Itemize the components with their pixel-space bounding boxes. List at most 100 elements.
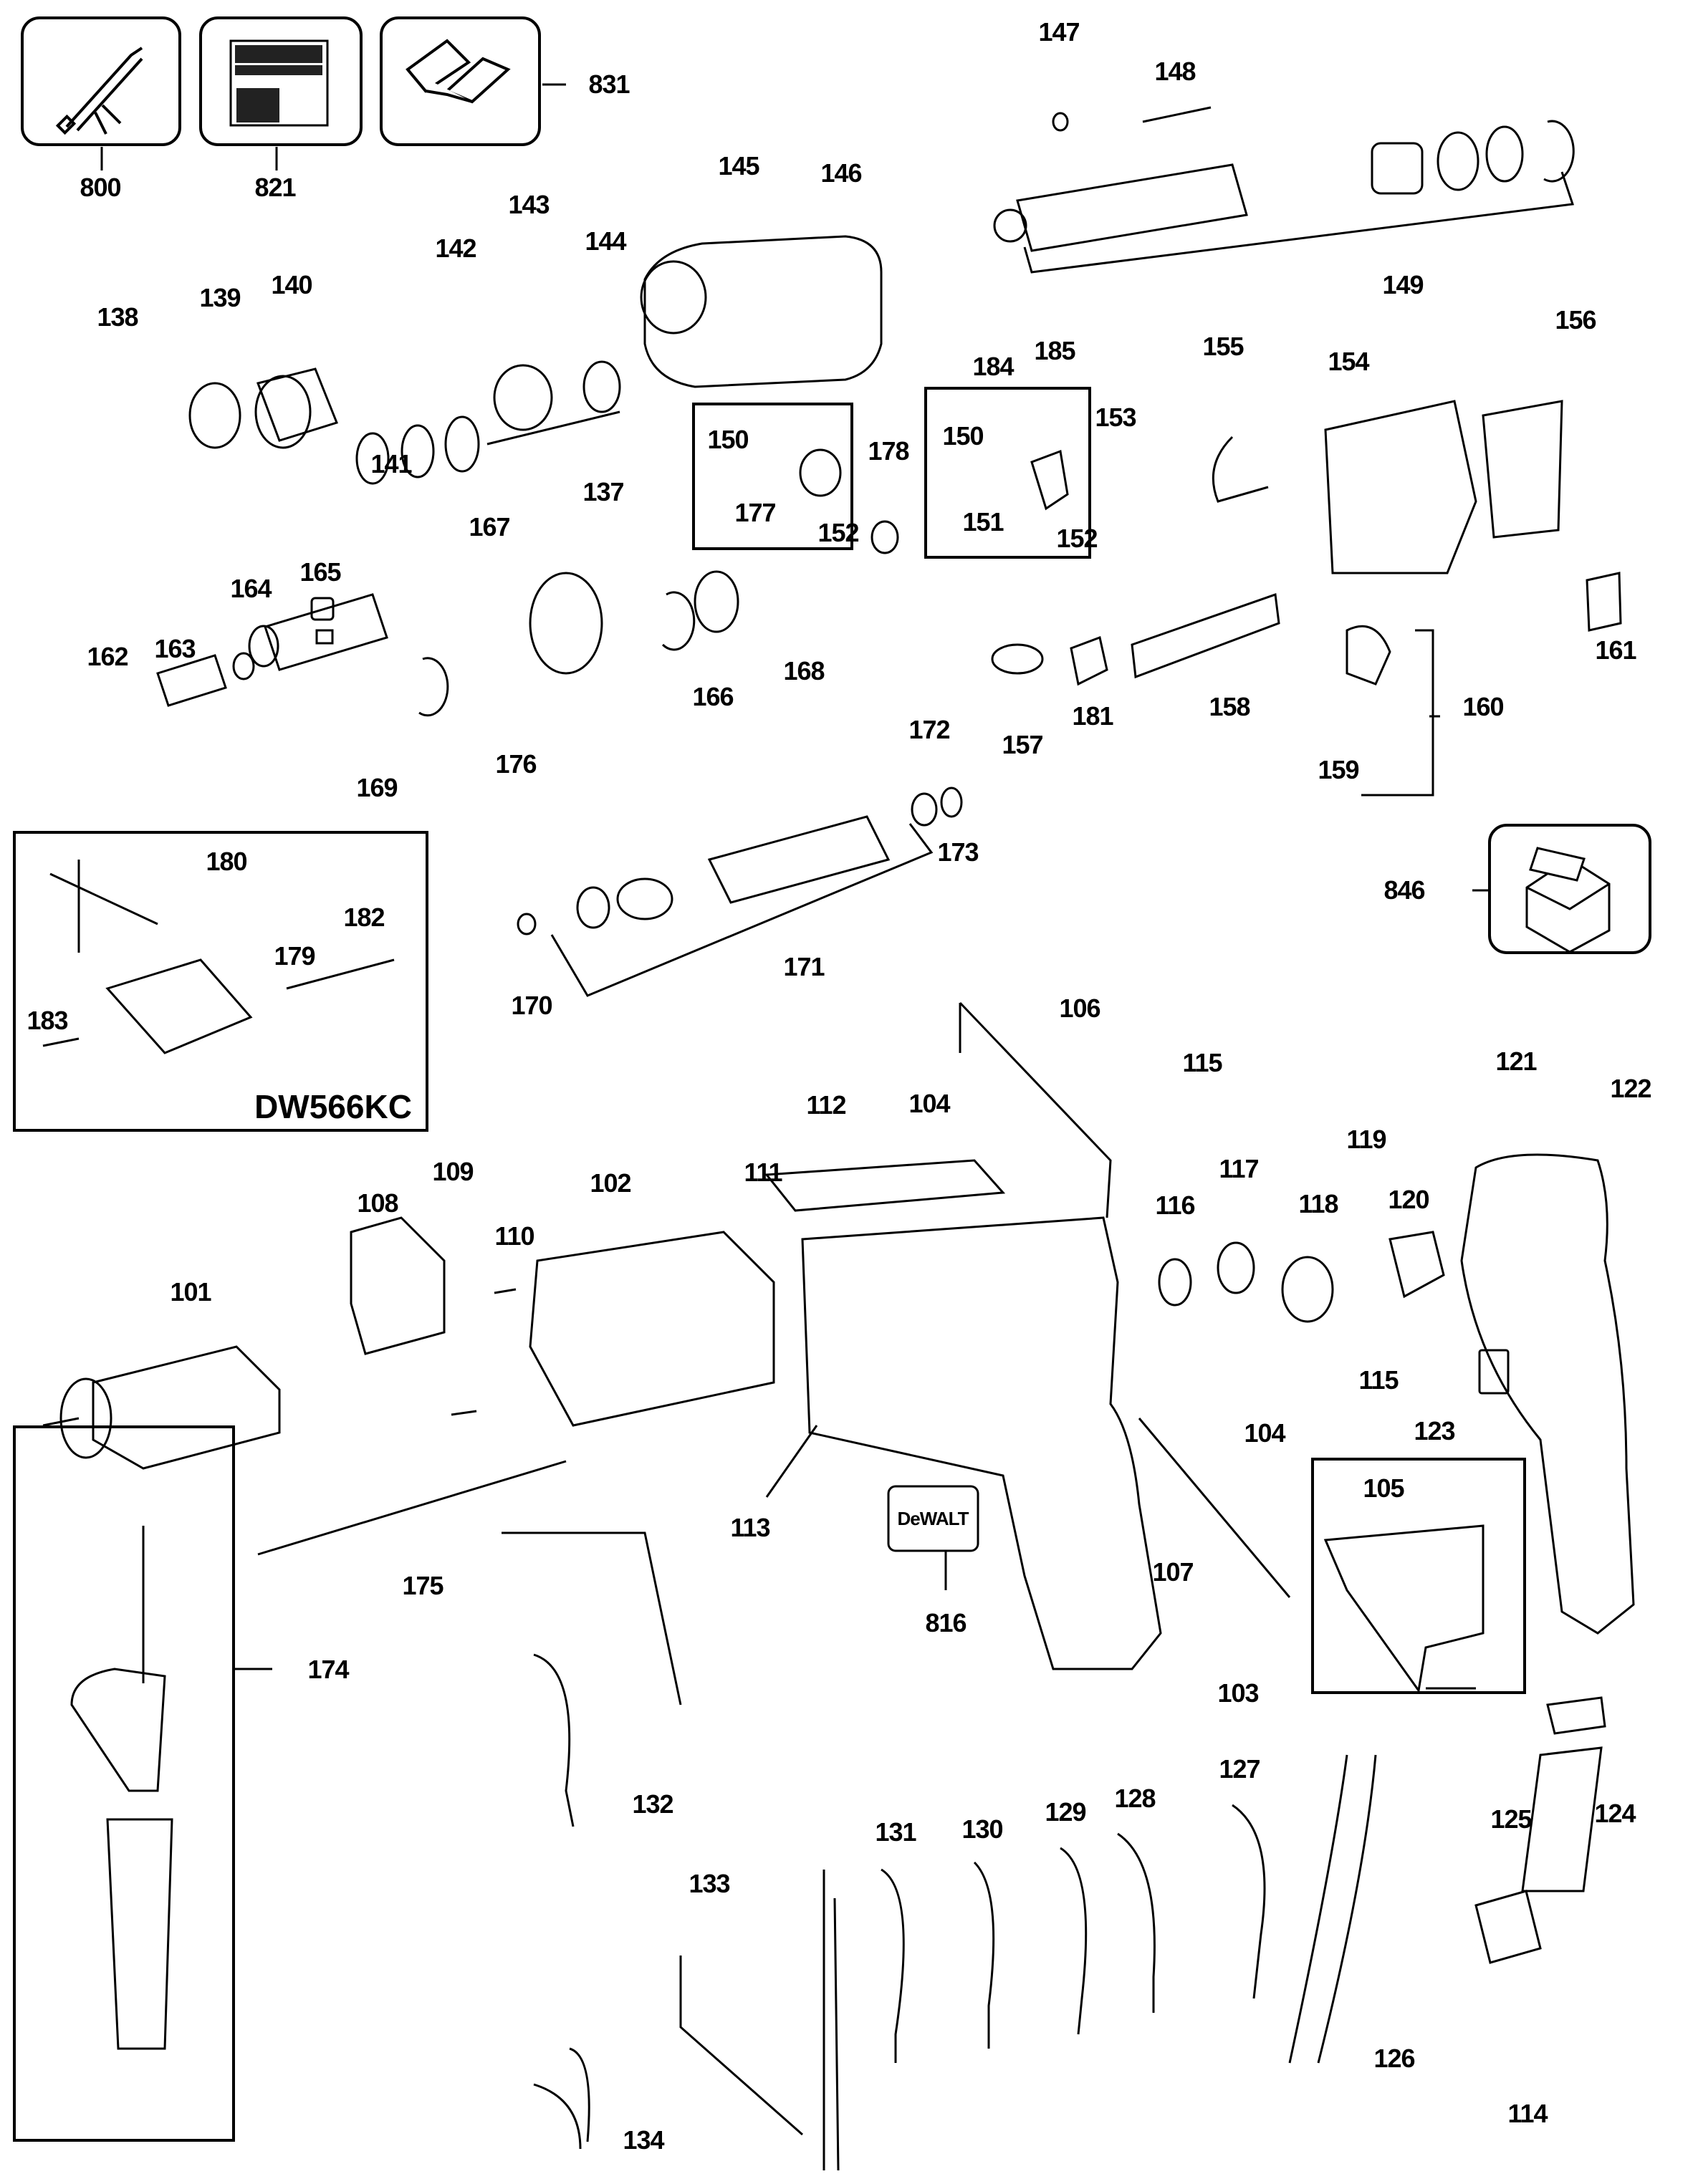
part-label-114: 114 (1507, 2099, 1548, 2128)
part-label-163: 163 (154, 634, 196, 663)
part-label-133: 133 (689, 1869, 730, 1898)
part-label-128: 128 (1114, 1784, 1156, 1813)
part-label-107: 107 (1152, 1557, 1194, 1587)
part-label-150-b: 150 (942, 421, 984, 451)
chuck-kit-box (13, 831, 428, 1132)
part-label-124: 124 (1594, 1799, 1636, 1828)
part-label-183: 183 (27, 1006, 68, 1035)
packaging-box-icon (1525, 847, 1611, 953)
part-label-152-a: 152 (817, 518, 859, 547)
part-label-130: 130 (961, 1814, 1003, 1844)
part-label-101: 101 (170, 1277, 211, 1307)
part-label-102: 102 (590, 1168, 631, 1198)
part-label-151: 151 (962, 507, 1004, 537)
part-label-148: 148 (1154, 57, 1196, 86)
part-label-155: 155 (1202, 332, 1244, 361)
part-label-821: 821 (254, 173, 296, 202)
grease-gun-icon (55, 47, 143, 135)
part-label-159: 159 (1318, 755, 1359, 784)
part-label-157: 157 (1002, 730, 1043, 759)
part-label-165: 165 (299, 557, 341, 587)
part-label-152-b: 152 (1056, 524, 1098, 553)
part-label-115-b: 115 (1358, 1365, 1399, 1395)
part-label-109: 109 (432, 1157, 474, 1186)
part-label-156: 156 (1555, 305, 1596, 335)
part-label-164: 164 (230, 574, 272, 603)
part-label-144: 144 (585, 226, 626, 256)
part-label-142: 142 (435, 234, 476, 263)
part-label-816: 816 (925, 1608, 967, 1637)
part-label-122: 122 (1610, 1074, 1651, 1103)
part-label-123: 123 (1414, 1416, 1455, 1445)
part-label-170: 170 (511, 991, 552, 1020)
part-label-149: 149 (1382, 270, 1424, 299)
part-label-171: 171 (783, 952, 825, 981)
part-label-104-b: 104 (1244, 1418, 1285, 1448)
part-label-117: 117 (1219, 1154, 1259, 1183)
part-label-175: 175 (402, 1571, 443, 1600)
part-label-831: 831 (588, 69, 630, 99)
part-label-154: 154 (1328, 347, 1369, 376)
part-label-129: 129 (1045, 1797, 1086, 1827)
part-label-846: 846 (1383, 875, 1425, 905)
part-label-112: 112 (806, 1090, 846, 1120)
part-label-132: 132 (632, 1789, 673, 1819)
part-label-137: 137 (582, 477, 624, 506)
part-label-126: 126 (1373, 2044, 1415, 2073)
part-label-176: 176 (495, 749, 537, 779)
part-label-106: 106 (1059, 994, 1100, 1023)
part-label-131: 131 (875, 1817, 916, 1847)
part-label-185: 185 (1034, 336, 1075, 365)
part-label-162: 162 (87, 642, 128, 671)
part-label-180: 180 (206, 847, 247, 876)
part-label-161: 161 (1595, 635, 1636, 665)
part-label-153: 153 (1095, 403, 1136, 432)
part-label-166: 166 (692, 682, 734, 711)
label-sheet-icon (229, 39, 329, 127)
part-label-167: 167 (469, 512, 510, 542)
accessory-box-846 (1488, 824, 1651, 954)
part-label-181: 181 (1072, 701, 1113, 731)
part-label-105: 105 (1363, 1473, 1404, 1503)
part-label-113: 113 (730, 1513, 770, 1542)
part-label-134: 134 (623, 2125, 664, 2155)
part-label-146: 146 (820, 158, 862, 188)
part-label-103: 103 (1217, 1678, 1259, 1708)
accessory-box-821 (199, 16, 363, 146)
accessory-box-831 (380, 16, 541, 146)
part-label-168: 168 (783, 656, 825, 685)
part-label-173: 173 (937, 837, 979, 867)
part-label-140: 140 (271, 270, 312, 299)
part-label-169: 169 (356, 773, 398, 802)
part-label-172: 172 (908, 715, 950, 744)
manual-book-icon (406, 39, 511, 104)
side-handle-box (13, 1425, 235, 2142)
part-label-182: 182 (343, 903, 385, 932)
part-label-177: 177 (734, 498, 776, 527)
part-label-143: 143 (508, 190, 550, 219)
dewalt-badge: DeWALT (897, 1508, 969, 1529)
part-label-119: 119 (1346, 1125, 1386, 1154)
part-label-127: 127 (1219, 1754, 1260, 1784)
part-label-108: 108 (357, 1188, 398, 1218)
part-label-104-a: 104 (908, 1089, 950, 1118)
part-label-115-a: 115 (1182, 1048, 1222, 1077)
model-label: DW566KC (254, 1088, 412, 1125)
part-label-145: 145 (718, 151, 759, 181)
part-label-116: 116 (1155, 1190, 1195, 1220)
part-label-184: 184 (972, 352, 1014, 381)
part-label-111: 111 (744, 1158, 782, 1187)
part-label-121: 121 (1495, 1047, 1537, 1076)
part-label-118: 118 (1298, 1189, 1338, 1218)
accessory-box-800 (21, 16, 181, 146)
part-label-125: 125 (1490, 1804, 1532, 1834)
part-label-178: 178 (868, 436, 909, 466)
switch-knob-box-a (692, 403, 853, 550)
part-label-800: 800 (80, 173, 121, 202)
switch-assembly-box (1311, 1458, 1526, 1694)
part-label-110: 110 (494, 1221, 534, 1251)
part-label-138: 138 (97, 302, 138, 332)
part-label-174: 174 (307, 1655, 349, 1684)
